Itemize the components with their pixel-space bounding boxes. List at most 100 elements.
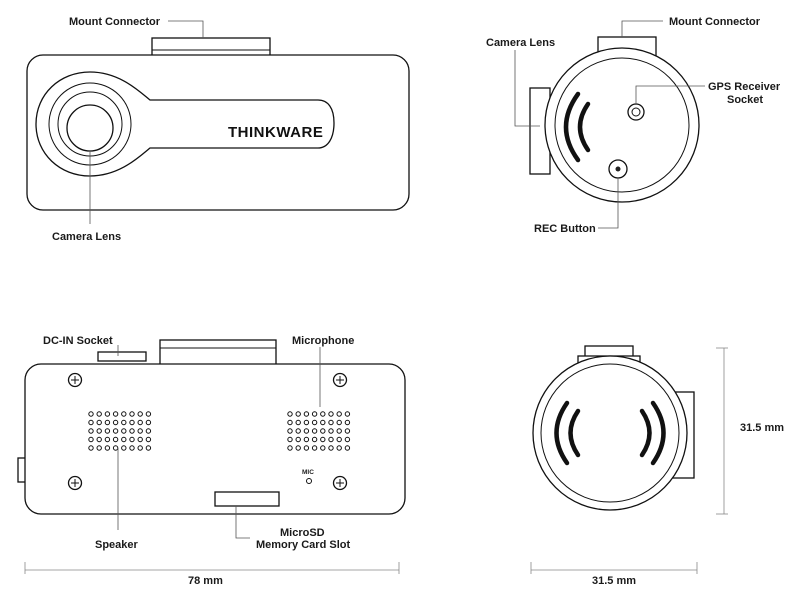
grille-hole — [303, 428, 310, 434]
grille-hole — [145, 445, 152, 451]
brand-logo: THINKWARE — [228, 124, 323, 141]
grille-hole — [121, 445, 127, 451]
front-lens-housing — [35, 71, 335, 177]
dcin-label: DC-IN Socket — [43, 335, 113, 347]
grille-hole — [121, 419, 127, 426]
grille-hole — [129, 436, 135, 443]
grille-hole — [88, 445, 94, 451]
rear-grille-arc — [554, 400, 570, 466]
grille-hole — [112, 436, 119, 443]
grille-hole — [328, 428, 334, 434]
grille-hole — [336, 411, 342, 417]
front-view: THINKWARE Mount Connector Camera Lens — [26, 16, 410, 243]
grille-hole — [137, 445, 143, 451]
grille-hole — [145, 428, 152, 434]
grille-hole — [303, 411, 310, 417]
rear-body-inner — [540, 363, 680, 503]
grille-hole — [104, 445, 111, 451]
grille-hole — [344, 428, 351, 434]
rear-side-view — [532, 345, 695, 511]
grille-hole — [311, 411, 318, 417]
grille-hole — [320, 436, 326, 443]
grille-hole — [295, 419, 301, 426]
grille-hole — [287, 428, 293, 434]
grille-hole — [287, 436, 293, 443]
grille-hole — [336, 419, 342, 426]
depth-dim-label: 31.5 mm — [592, 575, 636, 587]
speaker-label: Speaker — [95, 539, 139, 551]
grille-hole — [121, 428, 127, 434]
microsd-label-2: Memory Card Slot — [256, 539, 350, 551]
gps-label-1: GPS Receiver — [708, 81, 781, 93]
height-dim-label: 31.5 mm — [740, 422, 784, 434]
microsd-label-1: MicroSD — [280, 527, 325, 539]
grille-hole — [137, 419, 143, 426]
grille-hole — [88, 419, 94, 426]
grille-hole — [104, 411, 111, 417]
grille-hole — [287, 419, 293, 426]
rear-body-outer — [532, 355, 688, 511]
microphone-grille — [287, 411, 351, 451]
rear-grille-arc — [650, 400, 666, 466]
grille-hole — [311, 445, 318, 451]
grille-hole — [104, 436, 111, 443]
gps-label-2: Socket — [727, 94, 763, 106]
side-lens-label: Camera Lens — [486, 37, 555, 49]
grille-hole — [96, 419, 102, 426]
screw-icon — [67, 372, 83, 388]
grille-hole — [145, 419, 152, 426]
dc-in-socket — [97, 351, 147, 362]
grille-hole — [320, 411, 326, 417]
grille-hole — [311, 428, 318, 434]
grille-hole — [104, 419, 111, 426]
grille-hole — [320, 445, 326, 451]
rec-label: REC Button — [534, 223, 596, 235]
side-view: Mount Connector Camera Lens GPS Receiver… — [486, 16, 781, 235]
grille-hole — [137, 428, 143, 434]
grille-hole — [295, 436, 301, 443]
grille-hole — [129, 445, 135, 451]
grille-hole — [137, 436, 143, 443]
grille-hole — [287, 445, 293, 451]
mic-hole — [306, 478, 312, 484]
grille-hole — [344, 436, 351, 443]
grille-hole — [303, 419, 310, 426]
screw-icon — [332, 372, 348, 388]
grille-hole — [328, 419, 334, 426]
back-view: MIC DC-IN Socket Microphone Speaker Micr… — [17, 335, 406, 551]
front-camera-lens — [66, 104, 114, 152]
grille-hole — [112, 411, 119, 417]
grille-hole — [112, 428, 119, 434]
grille-hole — [344, 419, 351, 426]
grille-hole — [129, 428, 135, 434]
grille-hole — [303, 436, 310, 443]
grille-hole — [336, 428, 342, 434]
grille-hole — [336, 436, 342, 443]
back-mount-connector — [159, 339, 277, 366]
grille-hole — [311, 419, 318, 426]
rear-grille-arc — [568, 408, 581, 458]
grille-hole — [121, 436, 127, 443]
grille-hole — [328, 411, 334, 417]
microsd-slot — [214, 491, 280, 507]
grille-hole — [137, 411, 143, 417]
grille-hole — [344, 445, 351, 451]
screw-group — [67, 372, 348, 491]
back-body — [24, 363, 406, 515]
front-lens-label: Camera Lens — [52, 231, 121, 243]
grille-hole — [145, 436, 152, 443]
rear-grille-arc — [639, 408, 652, 458]
front-mount-label: Mount Connector — [69, 16, 161, 28]
gps-receiver-socket — [627, 103, 645, 121]
grille-hole — [96, 411, 102, 417]
width-dim-label: 78 mm — [188, 575, 223, 587]
grille-hole — [129, 411, 135, 417]
mic-text: MIC — [302, 469, 314, 476]
side-grille-arc — [577, 101, 591, 153]
grille-hole — [96, 445, 102, 451]
grille-hole — [328, 445, 334, 451]
grille-hole — [112, 419, 119, 426]
grille-hole — [303, 445, 310, 451]
